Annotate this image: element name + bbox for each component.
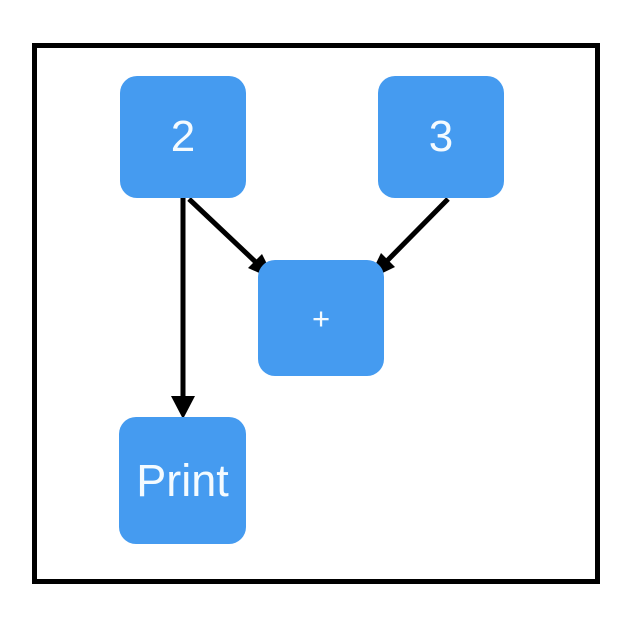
block-node-print[interactable]: Print: [119, 417, 246, 544]
block-node-three[interactable]: 3: [378, 76, 504, 198]
block-node-plus[interactable]: +: [258, 260, 384, 376]
block-label-two: 2: [170, 112, 196, 161]
block-label-print: Print: [136, 455, 229, 506]
block-label-three: 3: [428, 112, 454, 161]
block-node-two[interactable]: 2: [120, 76, 246, 198]
block-label-plus: +: [311, 300, 331, 336]
